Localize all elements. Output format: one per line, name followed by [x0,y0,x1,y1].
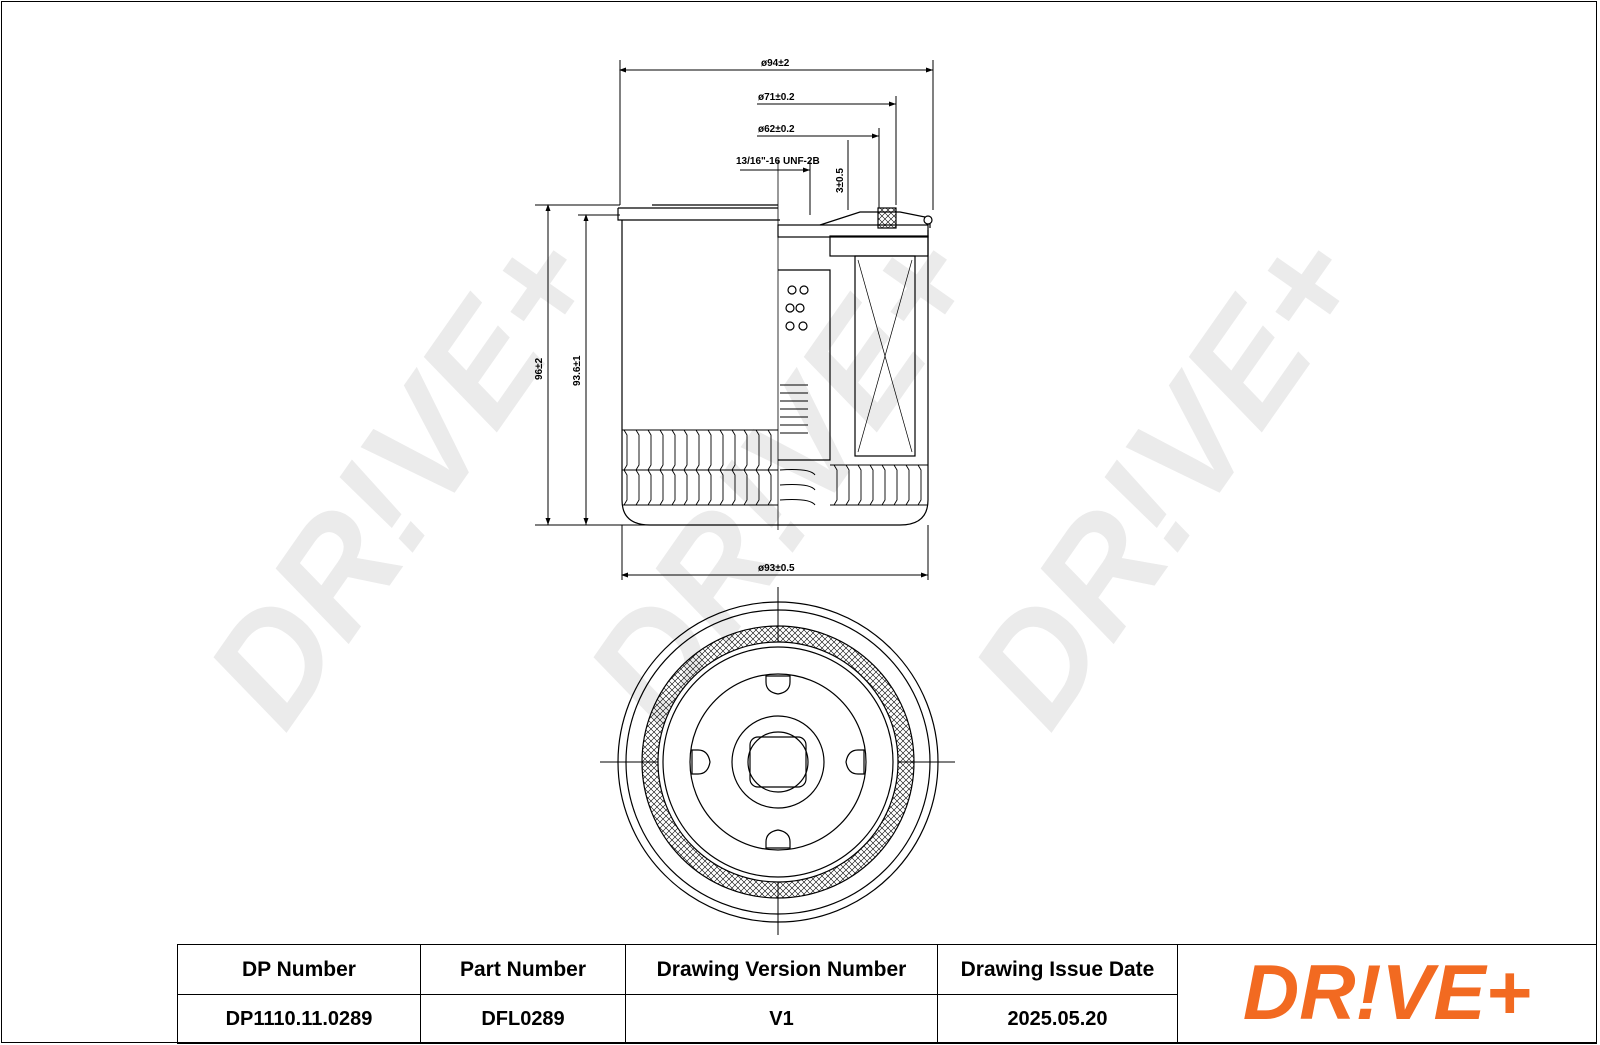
dim-gasket-outer: ø71±0.2 [758,92,795,103]
grip-rib [905,464,910,506]
grip-rib [635,429,640,471]
issue-date-column: Drawing Issue Date 2025.05.20 [938,945,1178,1043]
dp-number-header: DP Number [178,945,420,995]
brand-logo-image: DR!VE+ [1243,949,1531,1036]
grip-rib [659,469,664,506]
top-view [600,587,955,935]
grip-rib [743,429,748,471]
grip-rib [647,429,652,471]
grip-rib [881,464,886,506]
grip-rib [623,429,628,471]
grip-rib [695,469,700,506]
grip-rib [767,469,772,506]
grip-rib [671,469,676,506]
watermark-left: DR!VE+ [174,203,630,753]
dim-body-diameter: ø93±0.5 [758,563,795,574]
issue-date-value: 2025.05.20 [1007,1007,1108,1030]
grip-rib [731,469,736,506]
grip-rib [707,469,712,506]
part-number-column: Part Number DFL0289 [421,945,626,1043]
brand-logo-text: DR!VE+ [1243,949,1531,1036]
version-header: Drawing Version Number [626,945,937,995]
dp-number-value: DP1110.11.0289 [225,1007,373,1030]
grip-rib [719,429,724,471]
side-view [617,160,933,530]
grip-rib [623,469,628,506]
dim-gasket-height: 3±0.5 [835,168,846,193]
dp-number-column: DP Number DP1110.11.0289 [178,945,421,1043]
grip-rib [683,469,688,506]
grip-rib [671,429,676,471]
version-value: V1 [769,1007,794,1030]
grip-rib [917,464,922,506]
version-column: Drawing Version Number V1 [626,945,938,1043]
grip-rib [719,469,724,506]
grip-rib [695,429,700,471]
side-view-dimensions [535,60,934,580]
grip-rib [743,469,748,506]
part-number-value: DFL0289 [481,1007,565,1030]
grip-rib [767,429,772,471]
dim-thread: 13/16"-16 UNF-2B [736,156,820,167]
title-block: DP Number DP1110.11.0289 Part Number DFL… [177,944,1597,1044]
grip-rib [635,469,640,506]
dim-body-height: 93.6±1 [572,355,583,386]
grip-rib [833,464,838,506]
dim-outer-diameter: ø94±2 [761,58,790,69]
issue-date-header: Drawing Issue Date [938,945,1177,995]
brand-logo: DR!VE+ [1178,945,1596,1043]
watermark-right: DR!VE+ [939,203,1395,753]
grip-rib [857,464,862,506]
drawing-canvas: DR!VE+ DR!VE+ DR!VE+ [174,58,1395,935]
grip-rib [893,464,898,506]
grip-rib [869,464,874,506]
grip-rib [647,469,652,506]
grip-rib [755,429,760,471]
part-number-header: Part Number [421,945,625,995]
dim-total-height: 96±2 [534,357,545,380]
side-view-dimension-labels: ø94±2 ø71±0.2 ø62±0.2 13/16"-16 UNF-2B 3… [534,58,846,574]
dim-gasket-inner: ø62±0.2 [758,124,795,135]
grip-rib [683,429,688,471]
grip-rib [845,464,850,506]
grip-rib [731,429,736,471]
grip-rib [755,469,760,506]
grip-rib [707,429,712,471]
grip-rib [659,429,664,471]
